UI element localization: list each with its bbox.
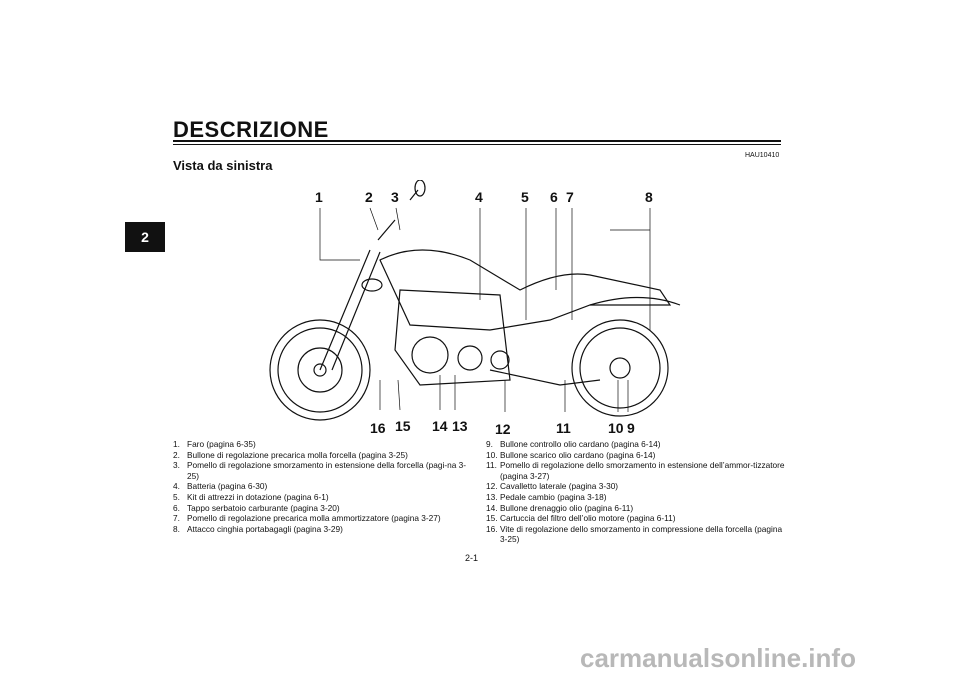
watermark: carmanualsonline.info: [580, 643, 856, 673]
callout-5: 5: [521, 189, 529, 205]
list-item: 5.Kit di attrezzi in dotazione (pagina 6…: [173, 491, 329, 502]
list-item: 16.Vite di regolazione dello smorzamento…: [486, 523, 783, 545]
title-rule-thin: [173, 144, 781, 145]
callout-8: 8: [645, 189, 653, 205]
title-rule: [173, 140, 781, 142]
parts-list-left: 1.Faro (pagina 6-35) 2.Bullone di regola…: [173, 439, 473, 534]
callout-11: 11: [556, 420, 571, 436]
list-item: 3.Pomello di regolazione smorzamento in …: [173, 460, 467, 481]
callout-6: 6: [550, 189, 558, 205]
list-item: 7.Pomello di regolazione precarica molla…: [173, 513, 441, 524]
list-item: 4.Batteria (pagina 6-30): [173, 481, 268, 492]
motorcycle-illustration: 1 2 3 4 5 6 7 8 9 10 11 12 13 14 15 16: [269, 179, 681, 437]
callout-13: 13: [452, 418, 468, 434]
section-subtitle: Vista da sinistra: [173, 158, 273, 173]
list-item: 6.Tappo serbatoio carburante (pagina 3-2…: [173, 502, 340, 513]
callout-2: 2: [365, 189, 373, 205]
callout-15: 15: [395, 418, 411, 434]
list-item: 12.Cavalletto laterale (pagina 3-30): [486, 481, 619, 492]
callout-10: 10: [608, 420, 624, 436]
callout-16: 16: [370, 420, 386, 436]
callout-3: 3: [391, 189, 399, 205]
list-item: 11.Pomello di regolazione dello smorzame…: [486, 460, 785, 481]
chapter-tab: 2: [125, 222, 165, 252]
list-item: 9.Bullone controllo olio cardano (pagina…: [486, 439, 661, 449]
list-item: 8.Attacco cinghia portabagagli (pagina 3…: [173, 523, 343, 534]
callout-12: 12: [495, 421, 511, 437]
list-item: 15.Cartuccia del filtro dell’olio motore…: [486, 513, 676, 524]
callout-1: 1: [315, 189, 323, 205]
callout-9: 9: [627, 420, 635, 436]
page-title: DESCRIZIONE: [173, 117, 329, 142]
parts-list-right: 9.Bullone controllo olio cardano (pagina…: [486, 439, 786, 545]
list-item: 1.Faro (pagina 6-35): [173, 439, 256, 449]
chapter-tab-number: 2: [141, 229, 149, 245]
motorcycle-diagram: 1 2 3 4 5 6 7 8 9 10 11 12 13 14 15 16: [260, 179, 700, 440]
reference-code: HAU10410: [745, 152, 780, 159]
callout-4: 4: [475, 189, 483, 205]
page-number: 2-1: [465, 553, 479, 563]
callout-14: 14: [432, 418, 448, 434]
list-item: 14.Bullone drenaggio olio (pagina 6-11): [486, 502, 634, 513]
callout-7: 7: [566, 189, 574, 205]
list-item: 2.Bullone di regolazione precarica molla…: [173, 449, 408, 460]
list-item: 10.Bullone scarico olio cardano (pagina …: [486, 449, 656, 460]
list-item: 13.Pedale cambio (pagina 3-18): [486, 491, 607, 502]
